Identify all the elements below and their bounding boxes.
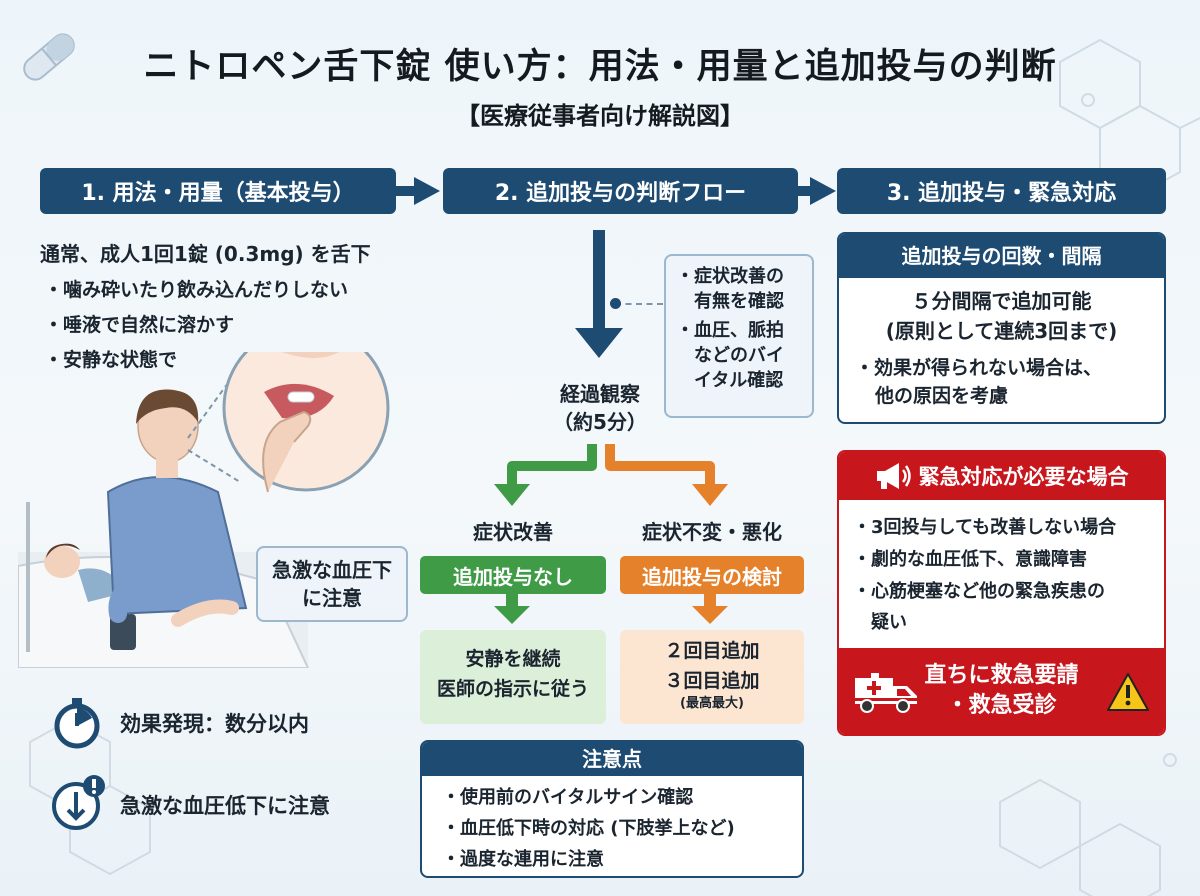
check-note-2: ・血圧、脈拍 などのバイ イタル確認 xyxy=(676,318,802,393)
emergency-item-3-line-2: 疑い xyxy=(871,612,907,633)
capsule-icon xyxy=(23,33,75,81)
ambulance-icon xyxy=(855,673,917,713)
observe-line-2: （約5分） xyxy=(553,410,647,434)
interval-title: 追加投与の回数・間隔 xyxy=(839,234,1164,278)
emergency-title: 緊急対応が必要な場合 xyxy=(918,465,1129,489)
dosage-bullet-1: 噛み砕いたり飲み込んだりしない xyxy=(44,275,348,302)
emergency-action-bar: 直ちに救急要請 ・救急受診 xyxy=(839,648,1164,734)
page-subtitle: 【医療従事者向け解説図】 xyxy=(456,102,744,130)
check-note-2-line-1: 血圧、脈拍 xyxy=(694,320,784,341)
second-dose-line: ２回目追加 xyxy=(664,640,760,662)
interval-bullet: ・効果が得られない場合は、 他の原因を考慮 xyxy=(855,354,1164,410)
improved-result-box: 安静を継続 医師の指示に従う xyxy=(420,630,606,724)
check-connector-dot xyxy=(610,298,621,309)
dosage-intro: 通常、成人1回1錠 (0.3mg) を舌下 xyxy=(40,242,371,266)
consider-extra-dose-pill: 追加投与の検討 xyxy=(620,556,804,594)
third-dose-line: ３回目追加 xyxy=(664,670,760,692)
worse-result-box: ２回目追加 ３回目追加 (最高最大) xyxy=(620,630,804,724)
bp-caution-line-2: に注意 xyxy=(302,586,362,610)
improved-label: 症状改善 xyxy=(473,520,553,544)
bp-down-warning-icon xyxy=(52,775,105,830)
bp-warning-label: 急激な血圧低下に注意 xyxy=(120,794,330,818)
caution-item-3: 過度な連用に注意 xyxy=(442,844,802,875)
bp-caution-line-1: 急激な血圧下 xyxy=(272,558,392,582)
no-extra-dose-pill: 追加投与なし xyxy=(420,556,606,594)
emergency-action-line-2: ・救急受診 xyxy=(946,693,1057,718)
flow-arrow-main-shaft xyxy=(593,230,605,330)
check-note-bullet: ・ xyxy=(676,320,694,341)
emergency-item-1: 3回投与しても改善しない場合 xyxy=(853,512,1164,544)
worse-arrow-head xyxy=(692,606,728,624)
interval-bullet-line-2: 他の原因を考慮 xyxy=(875,385,1009,407)
flow-arrow-main-head xyxy=(575,328,623,358)
branch-arrow-improved-head xyxy=(494,484,530,506)
megaphone-icon xyxy=(876,463,911,489)
interval-line-1: ５分間隔で追加可能 xyxy=(911,289,1092,313)
improved-result-line-1: 安静を継続 xyxy=(465,648,561,670)
cautions-card: 注意点 使用前のバイタルサイン確認 血圧低下時の対応 (下肢挙上など) 過度な連… xyxy=(420,740,804,878)
improved-result-line-2: 医師の指示に従う xyxy=(436,678,589,700)
check-note-bullet: ・ xyxy=(676,266,694,287)
improved-arrow-head xyxy=(494,606,530,624)
patient-illustration xyxy=(18,352,390,668)
bp-caution-bubble: 急激な血圧下 に注意 xyxy=(256,546,408,622)
check-connector xyxy=(615,303,663,305)
check-note-2-line-2: などのバイ xyxy=(694,345,784,366)
observe-label: 経過観察 （約5分） xyxy=(520,380,680,436)
caution-item-2: 血圧低下時の対応 (下肢挙上など) xyxy=(442,813,802,844)
step-arrow-2-bar xyxy=(798,186,812,196)
interval-bullet-line-1: 効果が得られない場合は、 xyxy=(874,357,1103,379)
step-arrow-1-bar xyxy=(396,186,416,196)
max-dose-note: (最高最大) xyxy=(680,696,744,711)
interval-line-2: (原則として連続3回まで) xyxy=(885,319,1118,343)
worse-arrow-shaft xyxy=(704,594,716,608)
step-arrow-2 xyxy=(810,177,836,205)
caution-item-1: 使用前のバイタルサイン確認 xyxy=(442,782,802,813)
dosage-bullet-3: 安静な状態で xyxy=(44,345,177,372)
vital-check-box: ・症状改善の 有無を確認 ・血圧、脈拍 などのバイ イタル確認 xyxy=(664,254,814,418)
check-note-1-line-1: 症状改善の xyxy=(694,266,784,287)
branch-arrows xyxy=(494,444,728,506)
branch-arrow-worse-head xyxy=(692,484,728,506)
step-arrow-1 xyxy=(414,177,440,205)
emergency-action: 直ちに救急要請 ・救急受診 xyxy=(924,661,1078,721)
onset-label: 効果発現：数分以内 xyxy=(120,712,309,736)
not-improved-label: 症状不変・悪化 xyxy=(642,520,782,544)
dosage-bullet-2: 唾液で自然に溶かす xyxy=(44,310,234,337)
step-1-header: 1. 用法・用量（基本投与） xyxy=(40,168,396,214)
warning-triangle-icon xyxy=(1107,673,1149,711)
check-note-1-line-2: 有無を確認 xyxy=(694,291,784,312)
observe-line-1: 経過観察 xyxy=(560,382,640,406)
step-3-header: 3. 追加投与・緊急対応 xyxy=(837,168,1166,214)
stopwatch-icon xyxy=(54,698,100,749)
emergency-header: 緊急対応が必要な場合 xyxy=(839,452,1164,500)
check-note-2-line-3: イタル確認 xyxy=(694,370,784,391)
cautions-title: 注意点 xyxy=(422,742,802,776)
interval-bullet-mark: ・ xyxy=(855,357,875,379)
emergency-action-line-1: 直ちに救急要請 xyxy=(924,663,1079,688)
step-2-header: 2. 追加投与の判断フロー xyxy=(443,168,798,214)
page-title: ニトロペン舌下錠 使い方：用法・用量と追加投与の判断 xyxy=(143,47,1057,87)
emergency-item-3-line-1: 心筋梗塞など他の緊急疾患の xyxy=(853,576,1164,608)
emergency-card: 緊急対応が必要な場合 3回投与しても改善しない場合 劇的な血圧低下、意識障害 心… xyxy=(837,450,1166,736)
emergency-item-2: 劇的な血圧低下、意識障害 xyxy=(853,544,1164,576)
interval-card: 追加投与の回数・間隔 ５分間隔で追加可能 (原則として連続3回まで) ・効果が得… xyxy=(837,232,1166,424)
improved-arrow-shaft xyxy=(506,594,518,608)
check-note-1: ・症状改善の 有無を確認 xyxy=(676,264,802,314)
